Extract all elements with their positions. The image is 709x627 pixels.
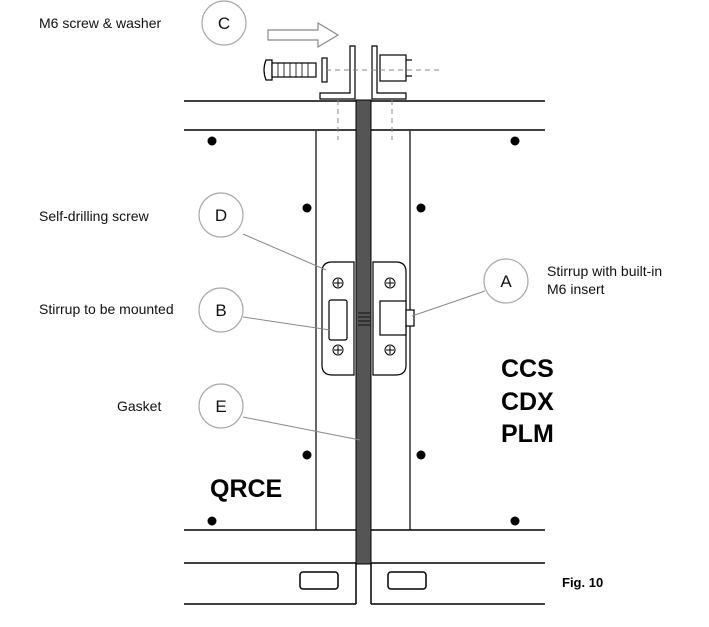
- right-handle-slot: [387, 571, 427, 590]
- label-m6-screw-washer: M6 screw & washer: [39, 15, 161, 31]
- model-qrce: QRCE: [210, 475, 282, 503]
- leader-lines: [242, 233, 486, 441]
- gasket: [355, 99, 372, 565]
- figure-label: Fig. 10: [562, 575, 603, 590]
- projection-lines: [326, 69, 440, 140]
- svg-text:B: B: [215, 301, 226, 320]
- label-stirrup-builtin-line2: M6 insert: [547, 281, 605, 297]
- bubble-a: A: [483, 258, 529, 304]
- panel-frame: [315, 131, 411, 530]
- right-stirrup: [372, 261, 415, 376]
- model-cdx: CDX: [501, 388, 554, 416]
- bubble-d: D: [198, 192, 244, 238]
- label-self-drilling-screw: Self-drilling screw: [39, 208, 150, 224]
- rivets: [207, 136, 520, 526]
- label-stirrup-to-be-mounted: Stirrup to be mounted: [39, 301, 174, 317]
- top-brackets: [319, 45, 412, 100]
- left-stirrup: [321, 261, 355, 376]
- svg-text:E: E: [215, 397, 226, 416]
- stirrup-screw-thread: [358, 312, 370, 326]
- model-plm: PLM: [501, 420, 554, 448]
- model-ccs: CCS: [501, 355, 554, 383]
- bubble-e: E: [198, 383, 244, 429]
- m6-screw-and-washer: [263, 57, 328, 83]
- svg-text:C: C: [218, 14, 230, 33]
- direction-arrow: [267, 21, 340, 49]
- bubble-c: C: [201, 0, 247, 46]
- self-drilling-screws: [332, 277, 396, 356]
- bubble-b: B: [198, 287, 244, 333]
- label-gasket: Gasket: [117, 398, 161, 414]
- label-stirrup-builtin-line1: Stirrup with built-in: [547, 263, 662, 279]
- left-handle-slot: [299, 571, 339, 590]
- svg-text:D: D: [215, 206, 227, 225]
- svg-text:A: A: [500, 272, 512, 291]
